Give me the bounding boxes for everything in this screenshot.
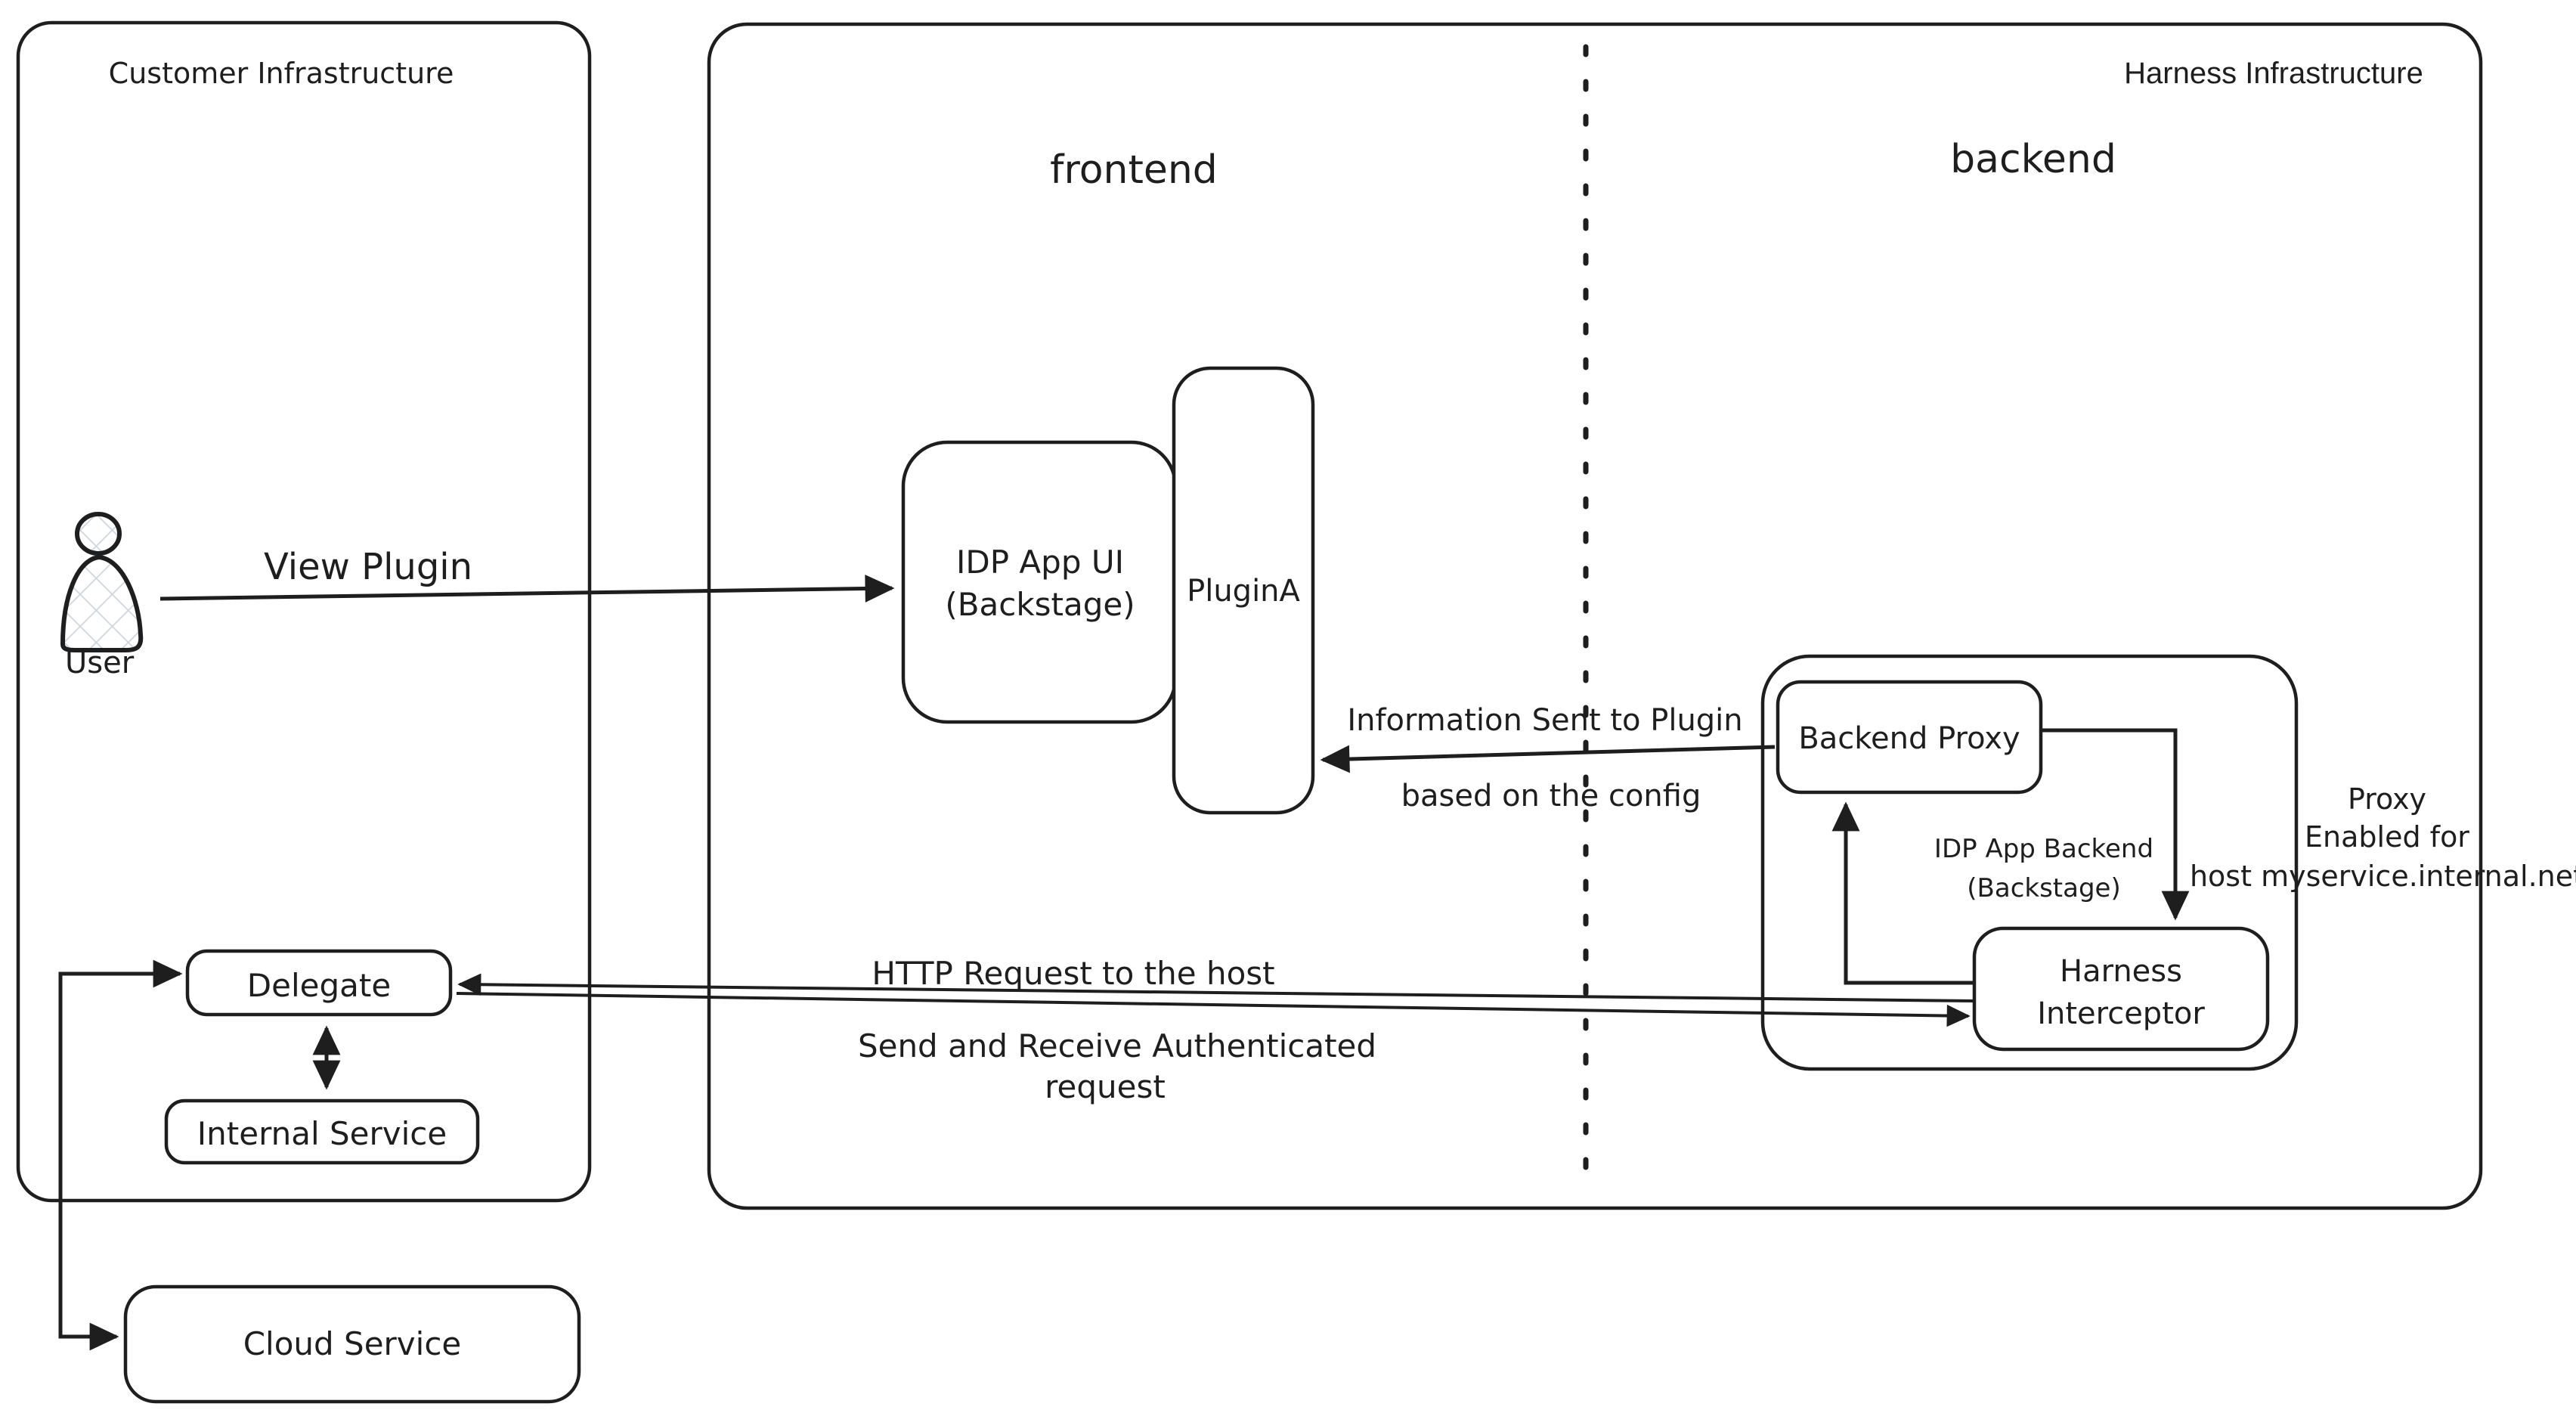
user-icon — [60, 512, 144, 652]
harness-interceptor-label-line1: Harness — [2060, 954, 2182, 989]
delegate-cloud-service-arrow — [58, 959, 183, 1351]
user-body — [60, 554, 144, 652]
view-plugin-label: View Plugin — [264, 546, 472, 588]
user-label: User — [65, 646, 135, 680]
backend-proxy-node — [1776, 680, 2043, 795]
http-request-label: HTTP Request to the host — [872, 955, 1274, 992]
harness-interceptor-label-line2: Interceptor — [2037, 996, 2205, 1031]
information-sent-label-line1: Information Sent to Plugin — [1347, 703, 1742, 738]
harness-interceptor-node — [1972, 926, 2270, 1052]
send-receive-label-line1: Send and Receive Authenticated — [858, 1027, 1376, 1064]
user-head — [75, 512, 122, 556]
internal-service-label: Internal Service — [197, 1115, 447, 1152]
cloud-service-label: Cloud Service — [243, 1325, 462, 1362]
frontend-section-label: frontend — [1050, 147, 1218, 193]
idp-app-backend-label-line1: IDP App Backend — [1934, 834, 2153, 864]
send-receive-label-line2: request — [1045, 1068, 1166, 1105]
proxy-enabled-label-line2: Enabled for — [2305, 820, 2469, 854]
proxy-enabled-label-line3: host myservice.internal.net — [2190, 860, 2576, 893]
interceptor-to-delegate-arrow — [457, 973, 1975, 1002]
plugin-a-label: PluginA — [1187, 574, 1300, 609]
proxy-enabled-label-line1: Proxy — [2348, 782, 2426, 816]
idp-app-ui-label-line2: (Backstage) — [945, 586, 1135, 623]
idp-app-backend-label-line2: (Backstage) — [1967, 873, 2120, 903]
delegate-label: Delegate — [247, 967, 391, 1004]
view-plugin-arrow — [159, 575, 895, 603]
information-sent-arrow — [1320, 745, 1776, 773]
customer-infrastructure-zone — [16, 20, 592, 1203]
information-sent-label-line2: based on the config — [1401, 779, 1701, 813]
proxy-to-interceptor-arrow — [2041, 728, 2190, 921]
delegate-to-interceptor-arrow — [456, 992, 1971, 1027]
plugin-a-node — [1172, 366, 1315, 815]
idp-app-ui-node — [901, 440, 1178, 724]
idp-app-ui-label-line1: IDP App UI — [956, 544, 1124, 581]
delegate-node — [185, 949, 453, 1017]
harness-infrastructure-label: Harness Infrastructure — [2124, 57, 2423, 90]
backend-section-label: backend — [1950, 137, 2116, 182]
backend-proxy-label: Backend Proxy — [1798, 721, 2020, 756]
customer-infrastructure-label: Customer Infrastructure — [109, 57, 454, 90]
harness-infrastructure-zone — [707, 22, 2483, 1210]
interceptor-to-proxy-arrow — [1831, 801, 1973, 985]
